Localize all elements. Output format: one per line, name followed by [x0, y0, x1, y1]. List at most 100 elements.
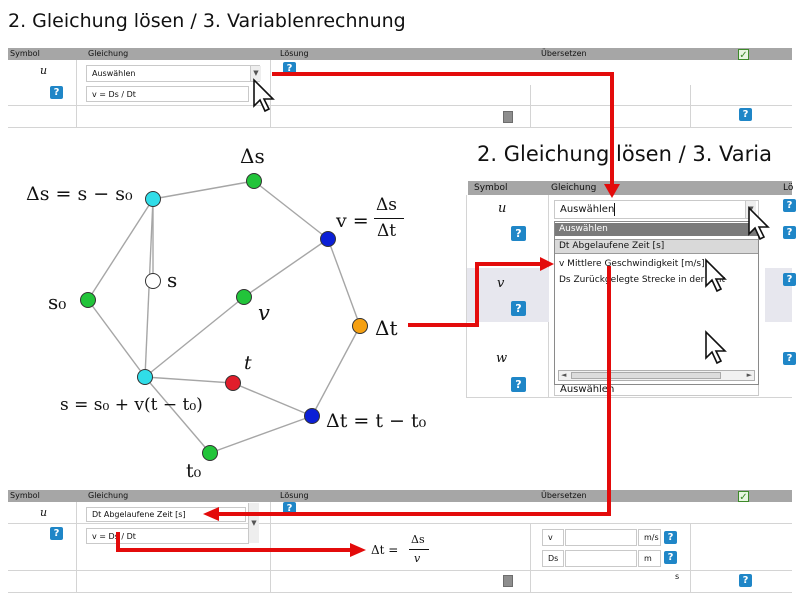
cursor-icon [705, 330, 727, 365]
input-label-v: v [542, 529, 564, 546]
variable-select[interactable]: Auswählen [86, 65, 260, 82]
result-formula-den: v [414, 552, 421, 565]
label-eq-ds: Δs = s − s₀ [26, 183, 133, 205]
arrow-line [116, 532, 120, 552]
arrow-head-icon [350, 543, 366, 557]
arrow-line [475, 262, 479, 327]
check-icon[interactable]: ✓ [738, 491, 749, 503]
calculator-icon[interactable] [503, 575, 513, 587]
help-icon[interactable]: ? [283, 502, 296, 515]
dropdown-list[interactable]: Auswählen Dt Abgelaufene Zeit [s] v Mitt… [554, 221, 759, 385]
dropdown-option[interactable]: v Mittlere Geschwindigkeit [m/s] [559, 259, 705, 269]
help-icon[interactable]: ? [783, 199, 796, 212]
symbol-u: u [40, 506, 48, 519]
label-eq-v-den: Δt [377, 221, 397, 241]
table-header-top: Symbol Gleichung Lösung Übersetzen [8, 48, 792, 60]
arrow-line [116, 548, 354, 552]
fraction-bar [374, 218, 404, 219]
input-label-ds: Ds [542, 550, 564, 567]
help-icon[interactable]: ? [783, 352, 796, 365]
scroll-right-icon[interactable]: ► [746, 371, 752, 379]
label-t0: t₀ [186, 460, 202, 482]
help-icon[interactable]: ? [511, 301, 526, 316]
header-loesung: Lösung [280, 491, 309, 500]
text-caret [614, 203, 615, 216]
label-eq-s: s = s₀ + v(t − t₀) [60, 395, 203, 415]
scroll-thumb[interactable] [571, 372, 721, 379]
label-s0: s₀ [48, 290, 67, 314]
help-icon[interactable]: ? [783, 226, 796, 239]
dropdown-option[interactable]: Ds Zurückgelegte Strecke in der Zeit [559, 275, 725, 285]
variable-graph [80, 173, 368, 461]
page-title: 2. Gleichung lösen / 3. Variablenrechnun… [8, 10, 406, 32]
chevron-down-icon[interactable]: ▼ [250, 66, 261, 81]
label-delta-s: Δs [240, 144, 265, 168]
dropdown-option[interactable]: Auswählen [555, 223, 758, 236]
node-eq-ds [145, 191, 161, 207]
node-eq-dt [304, 408, 320, 424]
label-s: s [167, 268, 178, 292]
header-loesung: Lö [783, 183, 794, 193]
help-icon[interactable]: ? [739, 574, 752, 587]
help-icon[interactable]: ? [50, 86, 63, 99]
arrow-line [607, 266, 611, 516]
arrow-line [272, 72, 614, 76]
help-icon[interactable]: ? [739, 108, 752, 121]
page-title-zoomed: 2. Gleichung lösen / 3. Varia [477, 142, 772, 166]
arrow-line [475, 262, 543, 266]
header-symbol: Symbol [10, 49, 40, 58]
header-symbol: Symbol [474, 183, 508, 193]
header-uebersetzen: Übersetzen [541, 491, 587, 500]
symbol-v: v [497, 276, 505, 291]
input-v[interactable] [565, 529, 637, 546]
cursor-icon [748, 206, 770, 241]
help-icon[interactable]: ? [783, 273, 796, 286]
table-header-zoomed: Symbol Gleichung Lö [468, 181, 794, 195]
node-v [236, 289, 252, 305]
header-gleichung: Gleichung [551, 183, 597, 193]
label-delta-t: Δt [375, 316, 398, 340]
header-loesung: Lösung [280, 49, 309, 58]
label-t: t [244, 352, 252, 374]
result-formula-lhs: Δt = [371, 543, 399, 557]
help-icon[interactable]: ? [511, 377, 526, 392]
arrow-line [217, 512, 611, 516]
help-icon[interactable]: ? [511, 226, 526, 241]
label-eq-v-num: Δs [376, 195, 398, 215]
dropdown-option[interactable]: Dt Abgelaufene Zeit [s] [555, 239, 758, 254]
result-unit: s [675, 572, 680, 581]
symbol-u: u [498, 201, 507, 216]
calculator-icon[interactable] [503, 111, 513, 123]
help-icon[interactable]: ? [283, 62, 296, 75]
cursor-icon [253, 78, 275, 113]
label-eq-dt: Δt = t − t₀ [326, 410, 427, 432]
variable-select-open[interactable]: Auswählen [554, 200, 759, 219]
arrow-head-icon [203, 507, 219, 521]
help-icon[interactable]: ? [50, 527, 63, 540]
unit-v: m/s [638, 529, 661, 546]
node-s [145, 273, 161, 289]
node-s0 [80, 292, 96, 308]
header-gleichung: Gleichung [88, 49, 129, 58]
arrow-head-icon [540, 257, 554, 271]
header-uebersetzen: Übersetzen [541, 49, 587, 58]
result-formula-num: Δs [411, 533, 425, 546]
node-eq-s [137, 369, 153, 385]
node-delta-s [246, 173, 262, 189]
arrow-head-icon [604, 184, 620, 198]
scroll-left-icon[interactable]: ◄ [561, 371, 567, 379]
equation-field[interactable]: v = Ds / Dt [86, 86, 249, 102]
table-header-bottom: Symbol Gleichung Lösung Übersetzen [8, 490, 792, 502]
equation-field[interactable]: v = Ds / Dt [86, 528, 249, 544]
label-eq-v: v = [336, 210, 369, 232]
help-icon[interactable]: ? [664, 551, 677, 564]
horizontal-scrollbar[interactable]: ◄ ► [558, 370, 755, 381]
input-ds[interactable] [565, 550, 637, 567]
chevron-down-icon[interactable]: ▼ [248, 503, 259, 543]
help-icon[interactable]: ? [664, 531, 677, 544]
unit-ds: m [638, 550, 661, 567]
header-symbol: Symbol [10, 491, 40, 500]
check-icon[interactable]: ✓ [738, 49, 749, 61]
symbol-w: w [496, 351, 508, 366]
node-t0 [202, 445, 218, 461]
